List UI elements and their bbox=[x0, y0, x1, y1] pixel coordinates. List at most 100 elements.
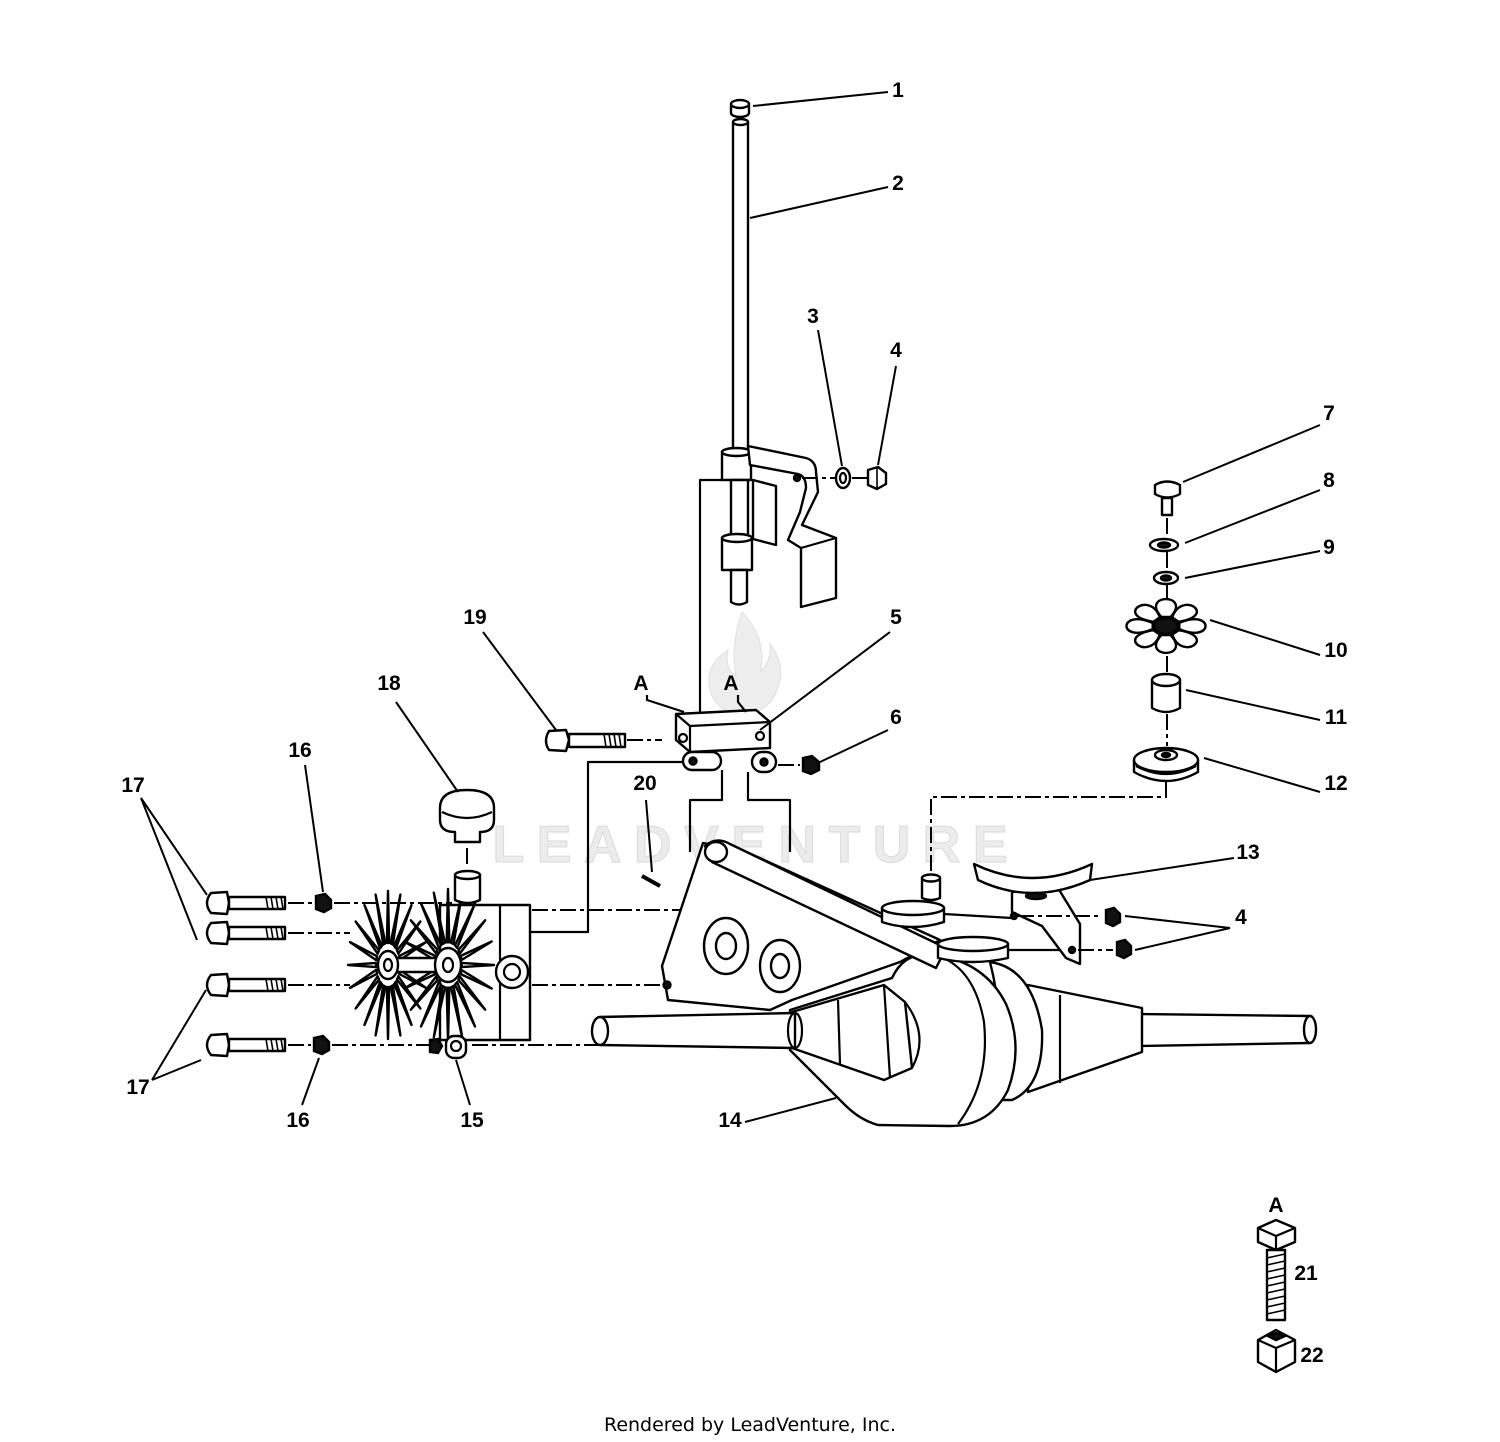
cooling-fin bbox=[453, 902, 477, 950]
callout-22: 22 bbox=[1300, 1344, 1323, 1367]
callout-11: 11 bbox=[1325, 706, 1348, 729]
bolt-part-17-row1 bbox=[205, 890, 287, 916]
callout-16-lower: 16 bbox=[286, 1109, 309, 1132]
gear-housing-block bbox=[438, 903, 532, 1042]
callout-20: 20 bbox=[633, 772, 656, 795]
cooling-fin bbox=[363, 903, 384, 950]
cooling-fin bbox=[409, 975, 439, 1011]
callout-5: 5 bbox=[890, 606, 902, 629]
cooling-fin bbox=[432, 984, 447, 1039]
reference-mark-a-left: A bbox=[633, 672, 648, 695]
callout-12: 12 bbox=[1324, 772, 1347, 795]
assembly-line-4-lower bbox=[1018, 915, 1113, 951]
cooling-fin bbox=[419, 902, 443, 950]
fin-hubs bbox=[376, 946, 463, 984]
callout-7: 7 bbox=[1323, 402, 1335, 425]
washer-part-8 bbox=[1148, 537, 1180, 553]
cooling-fin bbox=[389, 893, 402, 946]
spacer-part-11 bbox=[1150, 672, 1182, 714]
reference-mark-a-hardware: A bbox=[1268, 1194, 1283, 1217]
callout-15: 15 bbox=[460, 1109, 484, 1132]
bolt-part-17-row3 bbox=[205, 972, 287, 998]
callout-4: 4 bbox=[890, 339, 902, 362]
cooling-fin bbox=[389, 984, 402, 1037]
rod-guide-line bbox=[698, 478, 722, 712]
cooling-fin bbox=[445, 887, 451, 944]
cooling-fins-front bbox=[400, 887, 496, 1043]
cooling-fin bbox=[363, 980, 384, 1027]
callout-17-lower: 17 bbox=[126, 1076, 149, 1099]
shift-rod-part-2 bbox=[720, 117, 754, 606]
pin-part-20 bbox=[641, 874, 661, 888]
cooling-fin bbox=[385, 985, 391, 1041]
nut-part-4-right-lower bbox=[1115, 938, 1133, 960]
nut-part-16-upper bbox=[314, 892, 333, 914]
nut-part-6 bbox=[801, 754, 821, 776]
cooling-fin bbox=[354, 975, 381, 1010]
leader-lines bbox=[140, 91, 1321, 1123]
callout-1: 1 bbox=[892, 79, 904, 102]
transaxle-part-14 bbox=[590, 839, 1318, 1128]
bolt-part-17-row2 bbox=[205, 920, 287, 946]
washer-part-9 bbox=[1152, 570, 1180, 586]
cooling-fin bbox=[348, 940, 379, 962]
cooling-fin bbox=[449, 891, 464, 946]
callout-18: 18 bbox=[377, 672, 401, 695]
reference-mark-a-right: A bbox=[723, 672, 738, 695]
bolt-part-21 bbox=[1256, 1218, 1297, 1322]
cooling-fin bbox=[385, 889, 391, 945]
pulley-assembly-line bbox=[930, 782, 1167, 874]
callout-3: 3 bbox=[807, 305, 819, 328]
nut-part-4-upper bbox=[866, 465, 888, 491]
cooling-fin bbox=[395, 920, 422, 955]
cap-part-18 bbox=[438, 788, 496, 844]
cooling-fin bbox=[453, 980, 477, 1028]
cooling-fin bbox=[348, 968, 379, 990]
pulley-part-12 bbox=[1132, 746, 1200, 783]
pivot-bracket-part-5 bbox=[674, 708, 792, 852]
cooling-fin bbox=[457, 919, 487, 955]
cooling-fin bbox=[392, 903, 413, 950]
fan-hub bbox=[1152, 616, 1180, 636]
cooling-fin bbox=[457, 975, 487, 1011]
callout-4-right: 4 bbox=[1235, 906, 1247, 929]
cooling-fin bbox=[419, 980, 443, 1028]
washer-part-3 bbox=[834, 466, 852, 490]
bolt-part-7 bbox=[1153, 480, 1182, 517]
cooling-fin bbox=[445, 986, 451, 1043]
reference-mark-a-hook bbox=[736, 695, 747, 713]
cooling-fin bbox=[346, 961, 378, 969]
cooling-fin bbox=[449, 984, 464, 1039]
cooling-fin bbox=[354, 920, 381, 955]
cooling-fin bbox=[460, 961, 496, 969]
fan-part-10 bbox=[1125, 597, 1207, 655]
watermark-flame-logo bbox=[708, 610, 782, 717]
callout-8: 8 bbox=[1323, 469, 1335, 492]
bracket-guide-line bbox=[530, 760, 684, 934]
cooling-fin bbox=[374, 984, 387, 1037]
callout-6: 6 bbox=[890, 706, 902, 729]
cooling-fins-rear bbox=[346, 889, 430, 1041]
filler-boss bbox=[453, 869, 482, 905]
fan-blade bbox=[1171, 603, 1198, 623]
callout-16-upper: 16 bbox=[288, 739, 311, 762]
callout-21: 21 bbox=[1294, 1262, 1318, 1285]
cooling-fin bbox=[395, 975, 422, 1010]
cap-part-1 bbox=[729, 98, 751, 119]
cooling-fin bbox=[409, 919, 439, 955]
bracket-part-13 bbox=[972, 862, 1094, 966]
callout-14: 14 bbox=[718, 1109, 742, 1132]
cooling-fin bbox=[374, 893, 387, 946]
callout-9: 9 bbox=[1323, 536, 1335, 559]
callout-13: 13 bbox=[1236, 841, 1259, 864]
footer-credit: Rendered by LeadVenture, Inc. bbox=[604, 1414, 896, 1436]
callout-19: 19 bbox=[463, 606, 486, 629]
nut-part-16-lower bbox=[312, 1034, 331, 1056]
callout-10: 10 bbox=[1324, 639, 1347, 662]
cooling-fin bbox=[392, 980, 413, 1027]
callout-2: 2 bbox=[892, 172, 904, 195]
callout-labels: 1 2 3 4 5 6 7 8 9 10 11 12 13 4 14 15 16… bbox=[121, 79, 1347, 1367]
nut-part-22 bbox=[1256, 1328, 1297, 1374]
cooling-fin bbox=[432, 891, 447, 946]
